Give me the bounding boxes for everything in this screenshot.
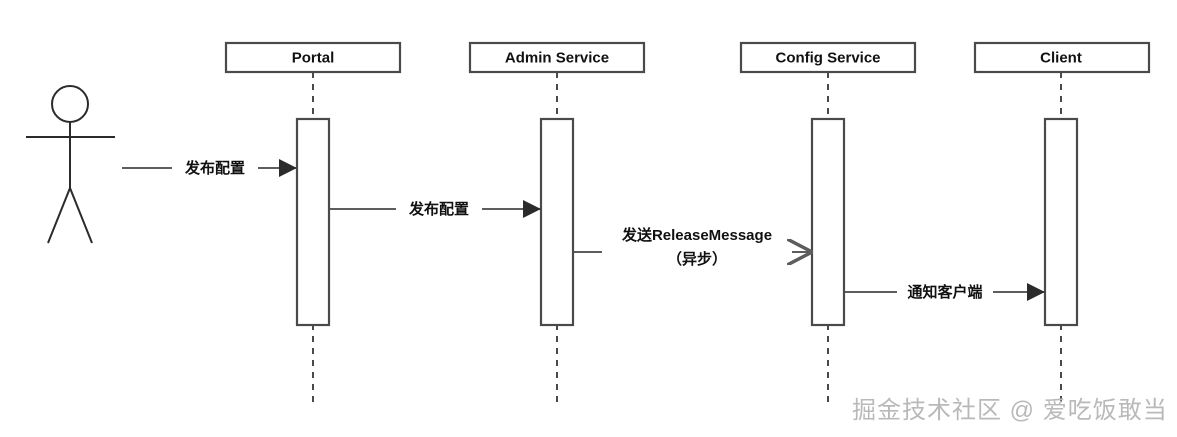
- message-2-label: 发布配置: [408, 200, 469, 218]
- lifeline-admin-service[interactable]: Admin Service: [468, 41, 646, 406]
- message-3-label-line2: （异步）: [667, 250, 727, 268]
- message-4-notify-client[interactable]: 通知客户端: [845, 283, 1045, 301]
- activation-bar-admin-service: [539, 117, 575, 327]
- actor-head-icon: [51, 85, 89, 123]
- lifeline-config-service-header-box[interactable]: [739, 41, 917, 74]
- activation-bar-config-service: [810, 117, 846, 327]
- message-3-label: 发送ReleaseMessage: [621, 226, 772, 244]
- lifeline-portal-header-box[interactable]: [224, 41, 402, 74]
- actor-stick-figure: [26, 85, 115, 244]
- lifeline-admin-service-label: Admin Service: [505, 49, 609, 66]
- watermark-label: 掘金技术社区 @ 爱吃饭敢当: [852, 397, 1168, 424]
- lifeline-config-service-label: Config Service: [775, 49, 880, 66]
- lifeline-config-service[interactable]: Config Service: [739, 41, 917, 406]
- lifeline-portal-label: Portal: [292, 49, 335, 66]
- message-2-publish-config[interactable]: 发布配置: [330, 200, 541, 218]
- lifeline-client-header-box[interactable]: [973, 41, 1151, 74]
- message-4-label: 通知客户端: [907, 283, 982, 301]
- actor-leg-left-line: [47, 187, 71, 244]
- message-1-publish-config[interactable]: 发布配置: [122, 159, 297, 177]
- lifeline-admin-service-header-box[interactable]: [468, 41, 646, 74]
- actor-leg-right-line: [69, 187, 93, 244]
- lifeline-portal[interactable]: Portal: [224, 41, 402, 406]
- lifeline-client[interactable]: Client: [973, 41, 1151, 406]
- message-1-label: 发布配置: [184, 159, 245, 177]
- activation-bar-portal: [295, 117, 331, 327]
- message-3-send-release-message-async[interactable]: 发送ReleaseMessage （异步）: [574, 226, 811, 268]
- activation-bar-client: [1043, 117, 1079, 327]
- lifeline-client-label: Client: [1040, 49, 1082, 66]
